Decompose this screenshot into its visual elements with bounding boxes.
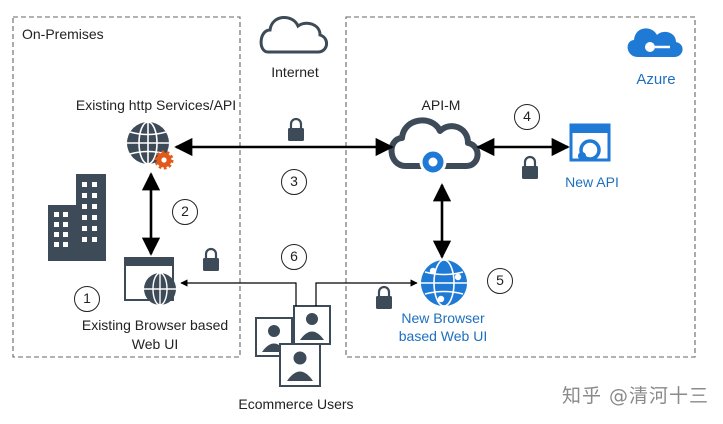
connector-users-existing-ui <box>180 279 297 306</box>
step-5-badge: 5 <box>487 268 513 294</box>
connector-users-new-ui <box>315 279 418 306</box>
api-management-icon <box>388 117 481 176</box>
existing-web-ui-label-line2: Web UI <box>131 336 179 352</box>
lock-icon <box>288 117 304 141</box>
internet-label: Internet <box>271 64 319 80</box>
existing-services-label: Existing http Services/API <box>75 97 237 113</box>
new-web-ui-label-line1: New Browser <box>401 310 485 326</box>
new-api-label: New API <box>565 174 619 190</box>
lock-icon <box>203 247 219 271</box>
on-premises-zone <box>12 16 241 358</box>
globe-gear-icon <box>127 121 174 170</box>
step-1-badge: 1 <box>74 286 100 312</box>
ecommerce-users-label: Ecommerce Users <box>238 396 354 412</box>
azure-label: Azure <box>636 71 676 88</box>
watermark-text: 知乎 @清河十三 <box>561 385 709 407</box>
lock-icon <box>376 285 392 309</box>
browser-window-icon <box>124 257 176 306</box>
on-premises-label: On-Premises <box>22 26 104 42</box>
new-web-ui-label-line2: based Web UI <box>398 328 488 344</box>
step-4-badge: 4 <box>514 104 540 130</box>
new-web-ui-globe-icon <box>421 259 467 307</box>
ecommerce-users-icon <box>255 305 331 387</box>
apim-label: API-M <box>421 97 461 113</box>
azure-logo-icon <box>627 28 683 57</box>
step-6-badge: 6 <box>281 244 307 270</box>
new-api-icon <box>569 123 611 162</box>
internet-cloud-icon <box>259 16 328 54</box>
step-2-badge: 2 <box>172 199 198 225</box>
azure-zone <box>345 16 696 358</box>
lock-icon <box>522 155 538 179</box>
step-3-badge: 3 <box>281 169 307 195</box>
buildings-icon <box>48 174 106 261</box>
existing-web-ui-label-line1: Existing Browser based <box>81 317 229 333</box>
